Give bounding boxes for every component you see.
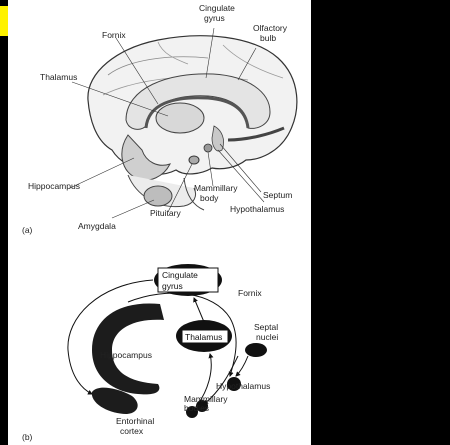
amygdala-shape: [143, 185, 173, 207]
mammillary-body-shape: [203, 143, 213, 153]
thalamus-shape: [155, 102, 205, 134]
entorhinal-cortex-node: [91, 387, 138, 414]
label-pituitary: Pituitary: [150, 208, 181, 218]
label-olfactory-bulb-2: bulb: [260, 33, 276, 43]
label-mammillary-body-1: Mammillary: [194, 183, 238, 193]
hypothalamus-node: [227, 377, 241, 391]
panel-b-letter: (b): [22, 432, 33, 442]
label-cingulate-gyrus-a-1: Cingulate: [199, 3, 235, 13]
label-olfactory-bulb-1: Olfactory: [253, 23, 288, 33]
label-cingulate-gyrus-a-2: gyrus: [204, 13, 225, 23]
limbic-system-figure: Cingulate gyrus Fornix Olfactory bulb Th…: [8, 0, 311, 445]
septal-nuclei-node: [245, 343, 267, 357]
label-hypothalamus-b: Hypothalamus: [216, 381, 270, 391]
figure-canvas: Cingulate gyrus Fornix Olfactory bulb Th…: [22, 3, 298, 442]
label-fornix-b: Fornix: [238, 288, 262, 298]
hippocampus-node: [92, 303, 164, 395]
olfactory-bulb-shape: [227, 126, 285, 142]
fornix-shape: [144, 96, 250, 129]
panel-a-leaders: [69, 27, 265, 219]
label-entorhinal-cortex-1: Entorhinal: [116, 416, 154, 426]
label-entorhinal-cortex-2: cortex: [120, 426, 144, 436]
label-cingulate-gyrus-b-2: gyrus: [162, 281, 183, 291]
label-septal-nuclei-2: nuclei: [256, 332, 278, 342]
label-amygdala: Amygdala: [78, 221, 116, 231]
brain-illustration: [87, 35, 298, 211]
label-septum: Septum: [263, 190, 292, 200]
label-hippocampus-a: Hippocampus: [28, 181, 80, 191]
label-cingulate-gyrus-b-1: Cingulate: [162, 270, 198, 280]
label-septal-nuclei-1: Septal: [254, 322, 278, 332]
label-hippocampus-b: Hippocampus: [100, 350, 152, 360]
label-hypothalamus-a: Hypothalamus: [230, 204, 284, 214]
label-mammillary-bodies-1: Mammillary: [184, 394, 228, 404]
label-thalamus-b: Thalamus: [185, 332, 222, 342]
label-thalamus-a: Thalamus: [40, 72, 77, 82]
pituitary-shape: [188, 155, 200, 165]
label-mammillary-bodies-2: bodies: [184, 403, 209, 413]
hippocampus-shape: [121, 134, 171, 181]
panel-a-letter: (a): [22, 225, 33, 235]
mammillary-bodies-node-1: [186, 406, 198, 418]
label-mammillary-body-2: body: [200, 193, 219, 203]
label-fornix-a: Fornix: [102, 30, 126, 40]
